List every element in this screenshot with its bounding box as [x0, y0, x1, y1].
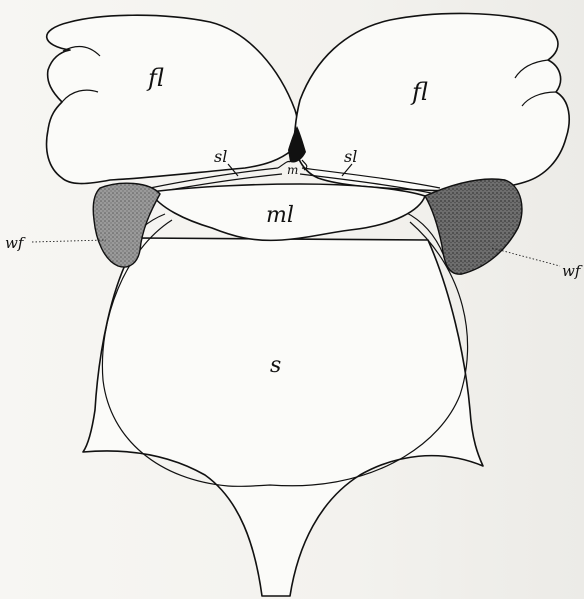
right-wing-fold-leader: [492, 248, 560, 266]
label-middle-lobe: ml: [266, 203, 294, 228]
right-lobe: [294, 13, 569, 190]
label-left-lobe: fl: [146, 64, 164, 92]
label-central-mark: m: [287, 163, 298, 177]
left-lobe: [47, 15, 298, 183]
right-wing-fold: [425, 179, 522, 274]
label-left-strand: sl: [214, 147, 227, 166]
label-right-strand: sl: [344, 147, 357, 166]
left-wing-fold-leader: [32, 240, 106, 242]
sac-body: [83, 238, 483, 596]
label-left-wing-fold: wf: [5, 234, 26, 252]
label-right-wing-fold: wf: [562, 262, 583, 280]
label-right-lobe: fl: [410, 78, 428, 106]
label-sac: s: [270, 353, 281, 378]
